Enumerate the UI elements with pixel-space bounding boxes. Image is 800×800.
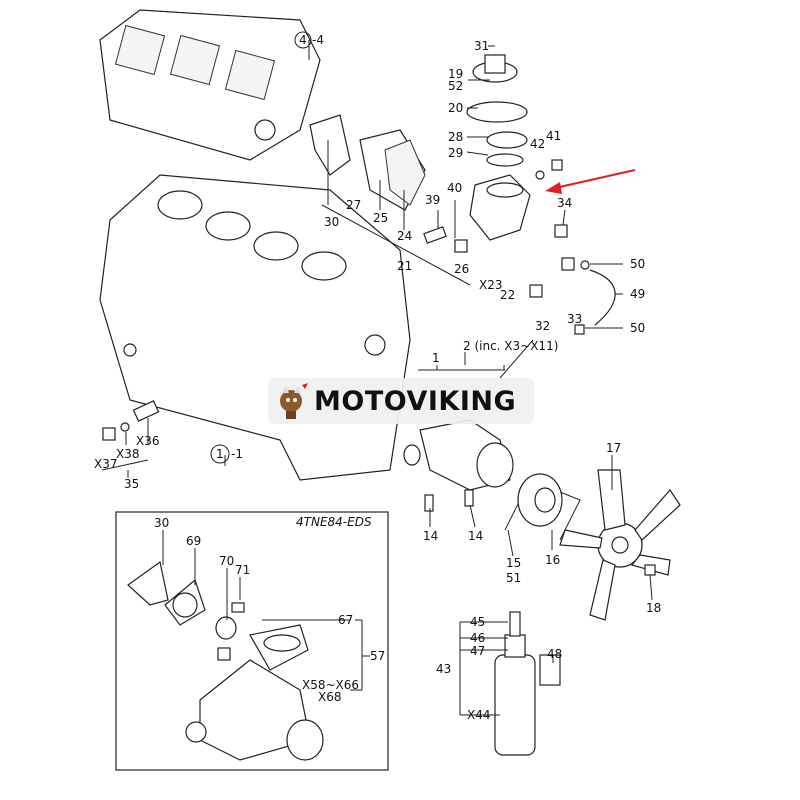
label-21: 21 [397,259,412,273]
label-2: 2 (inc. X3~X11) [463,339,558,353]
label-27: 27 [346,198,361,212]
label-31: 31 [474,39,489,53]
inset-title: 4TNE84-EDS [296,515,372,529]
label-40: 40 [447,181,462,195]
label-18: 18 [646,601,661,615]
inset-box [115,511,389,771]
leader-lines [101,40,653,716]
watermark-banner: MOTOVIKING [268,378,534,424]
drain-plug-parts [102,400,160,441]
red-arrow-pointer [545,169,636,194]
label-17: 17 [606,441,621,455]
label-22: 22 [500,288,515,302]
inset-label-30: 30 [154,516,169,530]
label-42: 42 [530,137,545,151]
label-X44: X44 [467,708,491,722]
inset-label-X68: X68 [318,690,342,704]
thermostat-housing [423,54,616,335]
label-35: 35 [124,477,139,491]
label-1-suffix: -1 [231,447,243,461]
label-20: 20 [448,101,463,115]
inset-label-67: 67 [338,613,353,627]
gasket-30 [309,114,351,176]
label-48: 48 [547,647,562,661]
water-pump [403,419,514,512]
label-45: 45 [470,615,485,629]
label-1: 1 [432,351,440,365]
inset-label-X58-X66: X58~X66 [302,678,359,692]
label-43: 43 [436,662,451,676]
label-49: 49 [630,287,645,301]
label-14-right: 14 [468,529,483,543]
label-50-bottom: 50 [630,321,645,335]
inset-label-57: 57 [370,649,385,663]
label-29: 29 [448,146,463,160]
label-39: 39 [425,193,440,207]
oil-filter [494,611,561,756]
label-X36: X36 [136,434,160,448]
inset-pump [127,560,324,761]
belt-pulley [504,473,581,541]
label-50-top: 50 [630,257,645,271]
label-19: 19 [448,67,463,81]
label-47: 47 [470,644,485,658]
label-15: 15 [506,556,521,570]
label-X23: X23 [479,278,503,292]
callout-circle-1 [210,444,230,464]
label-24: 24 [397,229,412,243]
label-46: 46 [470,631,485,645]
part-labels: 31 19 52 20 28 29 42 41 40 39 34 26 X23 … [94,33,661,722]
inset-label-69: 69 [186,534,201,548]
label-32: 32 [535,319,550,333]
label-X38: X38 [116,447,140,461]
label-51: 51 [506,571,521,585]
label-X37: X37 [94,457,118,471]
inset-label-70: 70 [219,554,234,568]
plate-24 [384,139,426,206]
label-28: 28 [448,130,463,144]
label-26: 26 [454,262,469,276]
watermark-text: MOTOVIKING [314,385,517,417]
fan [559,469,681,621]
label-30: 30 [324,215,339,229]
label-33: 33 [567,312,582,326]
label-4-circled: 4 [299,33,307,47]
label-41: 41 [546,129,561,143]
label-14-left: 14 [423,529,438,543]
inset-label-71: 71 [235,563,250,577]
label-1-circled: 1 [216,447,224,461]
label-25: 25 [373,211,388,225]
label-52: 52 [448,79,463,93]
callout-circle-4 [294,31,312,49]
viking-mascot-icon [280,383,308,419]
label-16: 16 [545,553,560,567]
label-34: 34 [557,196,572,210]
cylinder-head [99,9,321,161]
label-4-suffix: -4 [312,33,324,47]
